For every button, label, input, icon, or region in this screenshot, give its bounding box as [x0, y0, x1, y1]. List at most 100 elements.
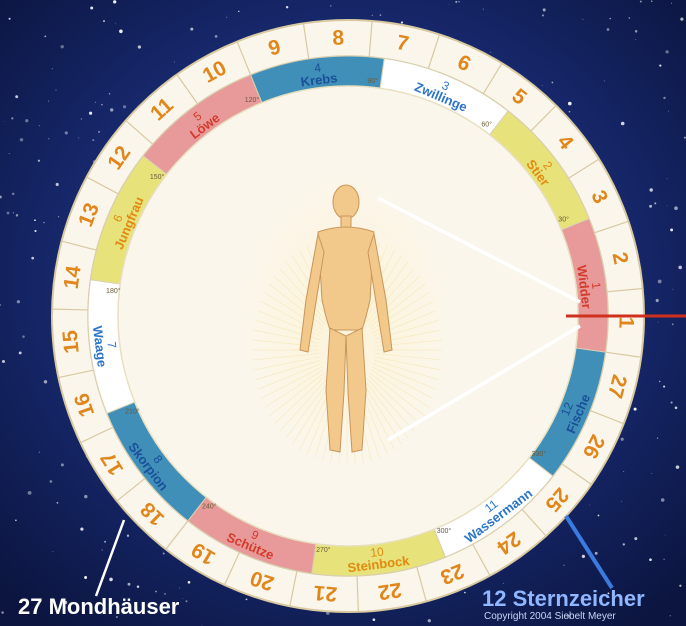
star — [623, 471, 624, 472]
star — [52, 551, 53, 552]
star — [80, 528, 83, 531]
star — [128, 583, 131, 586]
star — [25, 119, 28, 122]
star — [39, 125, 40, 126]
star — [48, 101, 49, 102]
star — [401, 21, 403, 23]
star — [595, 552, 598, 555]
star — [628, 17, 630, 19]
star — [57, 502, 59, 504]
degree-mark: 90° — [367, 77, 378, 85]
star — [52, 68, 53, 69]
figure-head — [333, 185, 359, 219]
star — [621, 501, 622, 502]
star — [621, 438, 624, 441]
star — [28, 491, 32, 495]
star — [598, 515, 600, 517]
star — [673, 289, 674, 290]
star — [428, 619, 431, 622]
star — [185, 600, 187, 602]
star — [583, 19, 584, 20]
zodiac-sign-number: 10 — [370, 544, 385, 560]
star — [668, 111, 669, 112]
star — [55, 89, 56, 90]
star — [569, 111, 571, 113]
copyright-notice: Copyright 2004 Siebelt Meyer — [484, 611, 616, 622]
star — [103, 20, 105, 22]
star — [568, 102, 572, 106]
star — [104, 541, 106, 543]
star — [15, 520, 17, 522]
star — [635, 39, 636, 40]
star — [89, 112, 92, 115]
star — [56, 183, 59, 186]
star — [137, 585, 139, 587]
star — [90, 7, 93, 10]
star — [20, 138, 24, 142]
mansion-number: 21 — [312, 581, 337, 606]
degree-mark: 240° — [202, 502, 217, 510]
star — [563, 565, 564, 566]
mansion-number: 14 — [60, 264, 86, 291]
star — [95, 102, 96, 103]
star — [640, 1, 642, 3]
star — [671, 402, 673, 404]
star — [678, 266, 682, 270]
degree-mark: 330° — [532, 450, 547, 458]
zodiac-signs-caption: 12 Sternzeicher — [482, 586, 645, 612]
star — [11, 117, 13, 119]
figure-torso — [318, 227, 374, 330]
star — [19, 351, 22, 354]
star — [13, 212, 14, 213]
star — [43, 222, 44, 223]
figure-neck — [341, 216, 351, 228]
degree-mark: 30° — [558, 216, 569, 224]
star — [61, 45, 64, 48]
mansion-divider — [52, 309, 88, 310]
star — [455, 1, 457, 3]
star — [670, 615, 671, 616]
star — [34, 219, 36, 221]
star — [665, 50, 668, 53]
star — [119, 30, 123, 34]
mansion-number: 22 — [377, 578, 404, 604]
star — [589, 505, 590, 506]
star — [449, 4, 450, 5]
star — [102, 550, 103, 551]
star — [543, 8, 546, 11]
star — [542, 85, 543, 86]
star — [92, 139, 94, 141]
star — [226, 17, 227, 18]
star — [667, 205, 668, 206]
star — [663, 559, 664, 560]
star — [5, 121, 6, 122]
star — [1, 611, 4, 614]
star — [659, 381, 661, 383]
star — [623, 543, 625, 545]
degree-mark: 270° — [316, 546, 331, 554]
star — [667, 178, 668, 179]
star — [44, 380, 47, 383]
mansion-number: 15 — [59, 329, 84, 355]
star — [658, 280, 662, 284]
star — [330, 5, 331, 6]
star — [101, 104, 102, 105]
star — [380, 14, 382, 16]
star — [635, 30, 638, 33]
star — [98, 131, 100, 133]
star — [7, 212, 10, 215]
star — [65, 131, 68, 134]
star — [658, 322, 659, 323]
star — [110, 108, 113, 111]
star — [542, 14, 544, 16]
mansion-number: 8 — [332, 26, 345, 49]
star — [38, 160, 40, 162]
star — [674, 206, 678, 210]
star — [155, 591, 157, 593]
star — [123, 105, 126, 108]
star — [238, 11, 239, 12]
star — [373, 618, 376, 621]
star — [16, 214, 18, 216]
star — [188, 581, 191, 584]
